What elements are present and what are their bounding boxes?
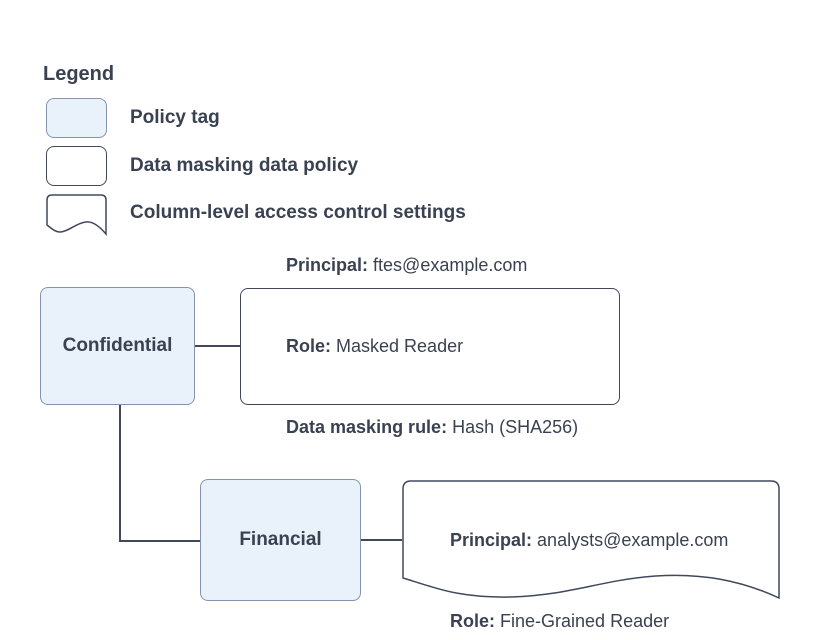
masking-rule-line: Data masking rule: Hash (SHA256) [256,387,619,468]
masking-rule-label: Data masking rule: [286,417,448,437]
policy-tag-financial: Financial [200,479,361,601]
masking-role-line: Role: Masked Reader [256,306,619,387]
policy-tag-swatch [46,98,107,138]
masking-principal-label: Principal: [286,255,369,275]
policy-tag-financial-label: Financial [239,529,322,550]
connector-elbow-to-financial [119,540,201,542]
column-access-settings-text: Principal: analysts@example.com Role: Fi… [420,500,728,640]
column-access-settings-box [402,480,780,604]
masking-principal-line: Principal: ftes@example.com [256,225,619,306]
column-role-label: Role: [450,611,496,631]
masking-principal-value: ftes@example.com [368,255,528,275]
data-policy-swatch [46,146,107,186]
policy-tag-confidential: Confidential [40,287,195,405]
masking-role-label: Role: [286,336,332,356]
policy-tag-confidential-label: Confidential [62,335,173,356]
connector-confidential-to-masking-policy [195,345,240,347]
column-role-value: Fine-Grained Reader [495,611,670,631]
legend-title: Legend [43,63,115,85]
connector-financial-to-column-settings [361,539,402,541]
masking-rule-value: Hash (SHA256) [447,417,579,437]
column-principal-label: Principal: [450,530,533,550]
legend-label-policy-tag: Policy tag [130,107,220,128]
column-principal-line: Principal: analysts@example.com [420,500,728,581]
masking-role-value: Masked Reader [331,336,464,356]
data-masking-policy-box: Principal: ftes@example.com Role: Masked… [240,255,620,437]
legend-label-column-access: Column-level access control settings [130,202,466,223]
column-role-line: Role: Fine-Grained Reader [420,581,728,640]
column-access-swatch [46,194,107,238]
connector-confidential-down [119,404,121,541]
column-principal-value: analysts@example.com [532,530,729,550]
legend-label-data-policy: Data masking data policy [130,155,359,176]
